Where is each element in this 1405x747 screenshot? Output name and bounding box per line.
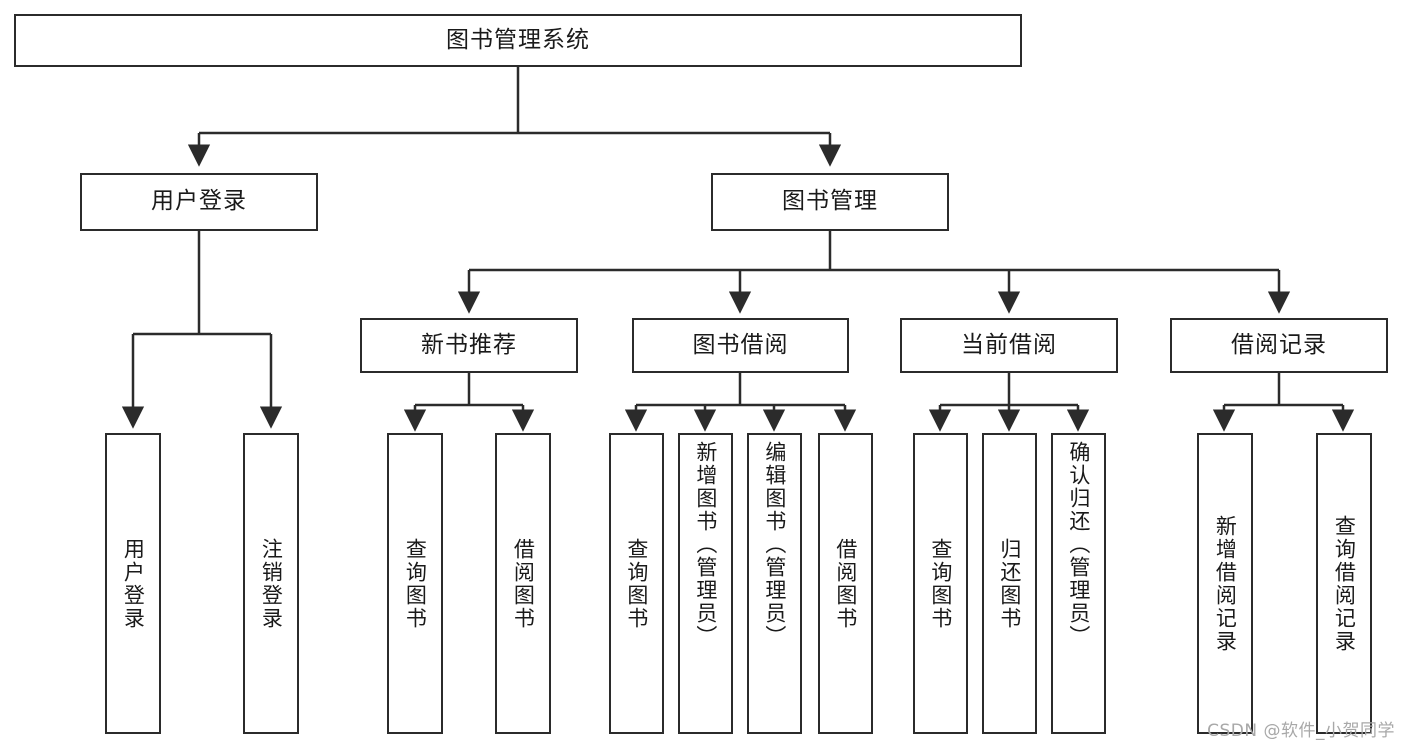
node-root[interactable]: 图书管理系统 (14, 14, 1022, 67)
node-new-book-recommend[interactable]: 新书推荐 (360, 318, 578, 373)
leaf-user-login-login[interactable]: 用户登录 (105, 433, 161, 734)
node-borrow-record[interactable]: 借阅记录 (1170, 318, 1388, 373)
leaf-borrow-query-book[interactable]: 查询图书 (609, 433, 664, 734)
leaf-user-login-logout[interactable]: 注销登录 (243, 433, 299, 734)
leaf-borrow-edit-book-admin[interactable]: 编辑图书（管理员） (747, 433, 802, 734)
leaf-borrow-add-book-admin[interactable]: 新增图书（管理员） (678, 433, 733, 734)
node-book-borrow[interactable]: 图书借阅 (632, 318, 849, 373)
node-book-management[interactable]: 图书管理 (711, 173, 949, 231)
leaf-borrow-borrow-book[interactable]: 借阅图书 (818, 433, 873, 734)
leaf-current-confirm-return-admin[interactable]: 确认归还（管理员） (1051, 433, 1106, 734)
leaf-current-return-book[interactable]: 归还图书 (982, 433, 1037, 734)
leaf-record-add-record[interactable]: 新增借阅记录 (1197, 433, 1253, 734)
leaf-recommend-borrow-book[interactable]: 借阅图书 (495, 433, 551, 734)
node-current-borrow[interactable]: 当前借阅 (900, 318, 1118, 373)
node-user-login[interactable]: 用户登录 (80, 173, 318, 231)
leaf-current-query-book[interactable]: 查询图书 (913, 433, 968, 734)
leaf-recommend-query-book[interactable]: 查询图书 (387, 433, 443, 734)
leaf-record-query-record[interactable]: 查询借阅记录 (1316, 433, 1372, 734)
csdn-watermark: CSDN @软件_小贺同学 (1207, 721, 1395, 741)
